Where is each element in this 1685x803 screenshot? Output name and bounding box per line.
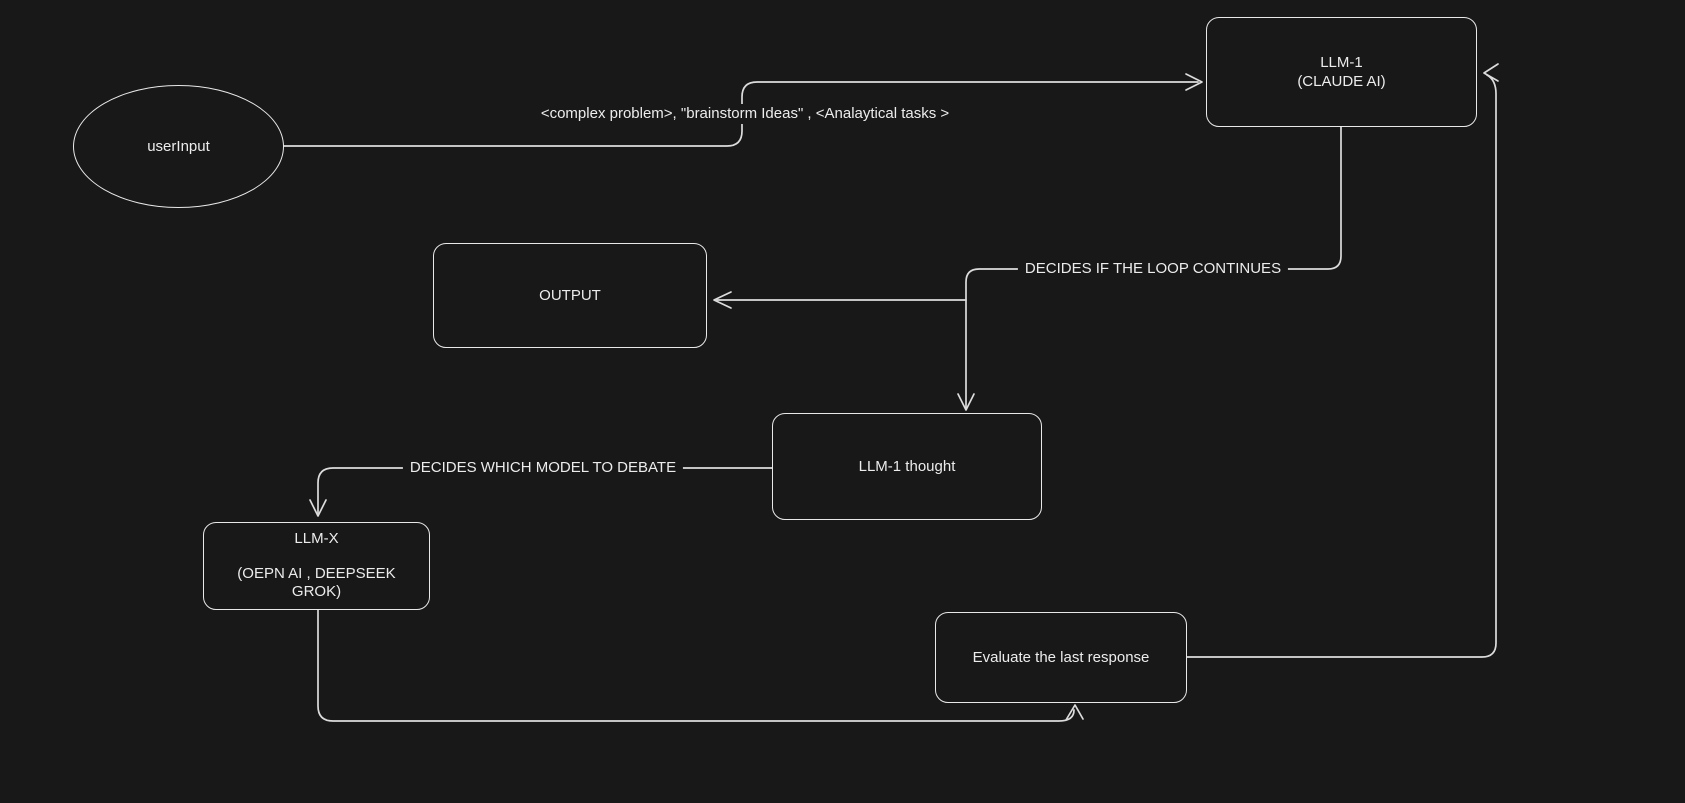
node-output-label: OUTPUT [539, 287, 601, 304]
arrowhead-down-icon [309, 499, 327, 517]
edge-llm1-thought-to-llmx-line[interactable] [317, 467, 773, 514]
node-llm1-label-line2: (CLAUDE AI) [1297, 73, 1386, 90]
node-user-input-label: userInput [147, 138, 210, 155]
node-llmx-label-line1: LLM-X [294, 530, 339, 547]
node-llm1-thought-label: LLM-1 thought [858, 458, 956, 475]
node-llm1[interactable]: LLM-1 (CLAUDE AI) [1206, 17, 1477, 127]
arrowhead-left-icon [1483, 63, 1499, 82]
edge-llm1-thought-to-llmx[interactable] [309, 467, 773, 517]
edge-label-loop-decision[interactable]: DECIDES IF THE LOOP CONTINUES [1017, 259, 1289, 279]
arrowhead-left-icon [713, 291, 732, 309]
node-user-input[interactable]: userInput [73, 85, 284, 208]
edge-evaluate-to-llm1[interactable] [1186, 63, 1499, 658]
node-llm1-label-line1: LLM-1 [1320, 54, 1363, 71]
edge-llmx-to-evaluate[interactable] [317, 609, 1084, 722]
node-llmx-label-line2: (OEPN AI , DEEPSEEK [237, 565, 396, 582]
node-llm1-thought[interactable]: LLM-1 thought [772, 413, 1042, 520]
arrowhead-up-icon [1065, 704, 1084, 721]
arrowhead-down-icon [957, 393, 975, 411]
edge-label-tasks[interactable]: <complex problem>, "brainstorm Ideas" , … [533, 104, 957, 124]
edge-evaluate-to-llm1-line[interactable] [1186, 74, 1497, 658]
node-llmx[interactable]: LLM-X (OEPN AI , DEEPSEEK GROK) [203, 522, 430, 610]
node-evaluate-label: Evaluate the last response [972, 649, 1150, 666]
node-output[interactable]: OUTPUT [433, 243, 707, 348]
node-evaluate[interactable]: Evaluate the last response [935, 612, 1187, 703]
edge-label-model-decision[interactable]: DECIDES WHICH MODEL TO DEBATE [402, 458, 684, 478]
edge-llmx-to-evaluate-line[interactable] [317, 609, 1075, 722]
node-llmx-label-line3: GROK) [291, 582, 342, 600]
edge-branch-to-output[interactable] [713, 291, 967, 309]
arrowhead-right-icon [1185, 73, 1203, 91]
